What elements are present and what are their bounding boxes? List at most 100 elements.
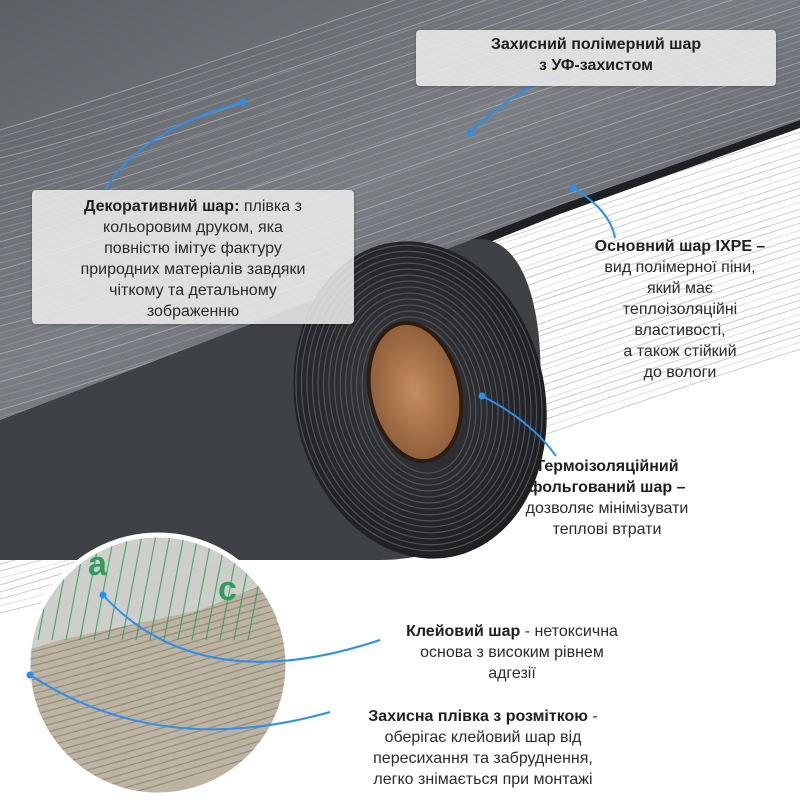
grain-line xyxy=(0,0,627,208)
roll-layer-ring xyxy=(344,298,494,498)
label-foil-dash: – xyxy=(672,479,686,496)
label-film-line2: оберігає клейовий шар від xyxy=(384,729,582,746)
label-ixpe-line2: вид полімерної піни, xyxy=(604,259,756,276)
label-foil-line3: дозволяє мінімізувати xyxy=(525,500,689,517)
roll-layer-ring xyxy=(306,256,532,540)
mesh-line xyxy=(163,535,185,641)
label-box-decorative: Декоративний шар: плівка з кольоровим др… xyxy=(32,190,354,324)
detail-circle: a c xyxy=(28,535,288,795)
label-film-line3: пересихання та забруднення, xyxy=(373,750,593,767)
grain-line xyxy=(0,96,800,362)
callout-dot-foil xyxy=(478,392,486,400)
label-ixpe: Основний шар IXPE – вид полімерної піни,… xyxy=(560,236,800,383)
roll-layer-ring xyxy=(295,244,543,552)
roll-layers xyxy=(295,244,543,552)
grain-line xyxy=(0,0,649,215)
callout-dot-adhesive xyxy=(99,591,107,599)
roll-layer-ring xyxy=(333,286,505,510)
label-decorative-line6: зображенню xyxy=(146,303,240,320)
detail-grain-line xyxy=(28,644,288,726)
callout-dots xyxy=(26,98,577,679)
label-decorative-line1: плівка з xyxy=(239,198,302,215)
callout-line-film xyxy=(29,674,331,731)
roll-layer-ring xyxy=(328,280,510,516)
label-top-line2: з УФ-захистом xyxy=(538,57,654,74)
detail-grain-line xyxy=(28,595,288,677)
label-film-title: Захисна плівка з розміткою xyxy=(368,708,588,725)
label-decorative-title: Декоративний шар: xyxy=(84,198,240,215)
roll-layer-ring xyxy=(317,268,521,528)
roll-layer-ring xyxy=(350,304,488,492)
label-film-line4: легко знімається при монтажі xyxy=(373,771,593,788)
label-ixpe-line6: а також стійкий xyxy=(623,343,737,360)
mesh-line xyxy=(177,535,199,641)
detail-grain-line xyxy=(28,588,288,670)
label-film: Захисна плівка з розміткою - оберігає кл… xyxy=(318,706,648,790)
callout-lines xyxy=(29,75,616,731)
mesh-line xyxy=(191,535,213,641)
roll xyxy=(0,239,547,560)
label-decorative-line3: повністю імітує фактуру xyxy=(104,240,282,257)
detail-grain-line xyxy=(28,651,288,733)
grain-line xyxy=(0,0,397,131)
mesh-line xyxy=(121,535,143,641)
detail-grain-line xyxy=(28,658,288,740)
callout-line-ixpe xyxy=(572,187,616,239)
grain-line xyxy=(0,0,443,145)
label-box-top: Захисний полімерний шар з УФ-захистом xyxy=(416,30,776,86)
mesh-line xyxy=(135,535,157,641)
roll-layer-ring xyxy=(322,274,516,522)
label-ixpe-line4: теплоізоляційні xyxy=(622,301,738,318)
detail-grain-line xyxy=(28,602,288,684)
grain-line xyxy=(0,0,523,173)
grain-line xyxy=(0,0,466,152)
label-ixpe-line7: до вологи xyxy=(643,364,717,381)
grain-line xyxy=(0,0,420,138)
callout-line-adhesive xyxy=(102,594,381,663)
label-ixpe-line5: властивості, xyxy=(634,322,726,339)
grain-line xyxy=(0,0,567,187)
grain-line xyxy=(0,0,605,201)
detail-grain-line xyxy=(28,630,288,712)
foil-layer xyxy=(28,535,288,650)
roll-layer-ring xyxy=(300,250,538,546)
label-ixpe-title: Основний шар IXPE xyxy=(594,238,752,255)
label-adhesive: Клейовий шар - нетоксична основа з висок… xyxy=(362,621,662,684)
callout-dot-ixpe xyxy=(569,184,577,192)
grain-line xyxy=(0,0,589,194)
label-decorative-line5: чіткому та детальному xyxy=(109,282,277,299)
grain-line xyxy=(0,0,488,159)
label-adhesive-line3: адгезії xyxy=(488,665,536,682)
roll-layer-ring xyxy=(361,316,477,480)
callout-line-foil xyxy=(481,395,557,457)
label-decorative-line4: природних матеріалів завдяки xyxy=(80,261,306,278)
detail-grain-line xyxy=(28,623,288,705)
detail-grain-line xyxy=(28,609,288,691)
grain-line xyxy=(0,0,500,166)
roll-layer-ring xyxy=(355,310,483,486)
label-film-line1: - xyxy=(587,708,598,725)
film-marking-glyph-2: c xyxy=(218,570,237,608)
detail-grain-line xyxy=(28,637,288,719)
label-foil-line4: теплові втрати xyxy=(552,521,662,538)
roll-layer-ring xyxy=(311,262,527,534)
callout-dot-decorative xyxy=(239,98,247,106)
label-adhesive-line1: - нетоксична xyxy=(520,623,618,640)
roll-layer-ring xyxy=(339,292,499,504)
detail-circle-border xyxy=(25,532,291,798)
label-foil-title1: Термоізоляційний xyxy=(535,458,679,475)
grain-line xyxy=(0,89,800,355)
callout-dot-film xyxy=(26,671,34,679)
label-foil-title2: фольгований шар xyxy=(528,479,673,496)
sheet-edge xyxy=(470,120,800,250)
callout-dot-top xyxy=(466,129,474,137)
label-ixpe-line3: який має xyxy=(646,280,714,297)
label-decorative-line2: кольоровим друком, яка xyxy=(103,219,283,236)
label-adhesive-line2: основа з високим рівнем xyxy=(420,644,604,661)
mesh-line xyxy=(93,535,115,641)
mesh-line xyxy=(107,535,129,641)
label-adhesive-title: Клейовий шар xyxy=(406,623,521,640)
callout-line-decorative xyxy=(104,101,244,191)
label-foil: Термоізоляційний фольгований шар – дозво… xyxy=(482,456,732,540)
grain-line xyxy=(0,0,545,180)
